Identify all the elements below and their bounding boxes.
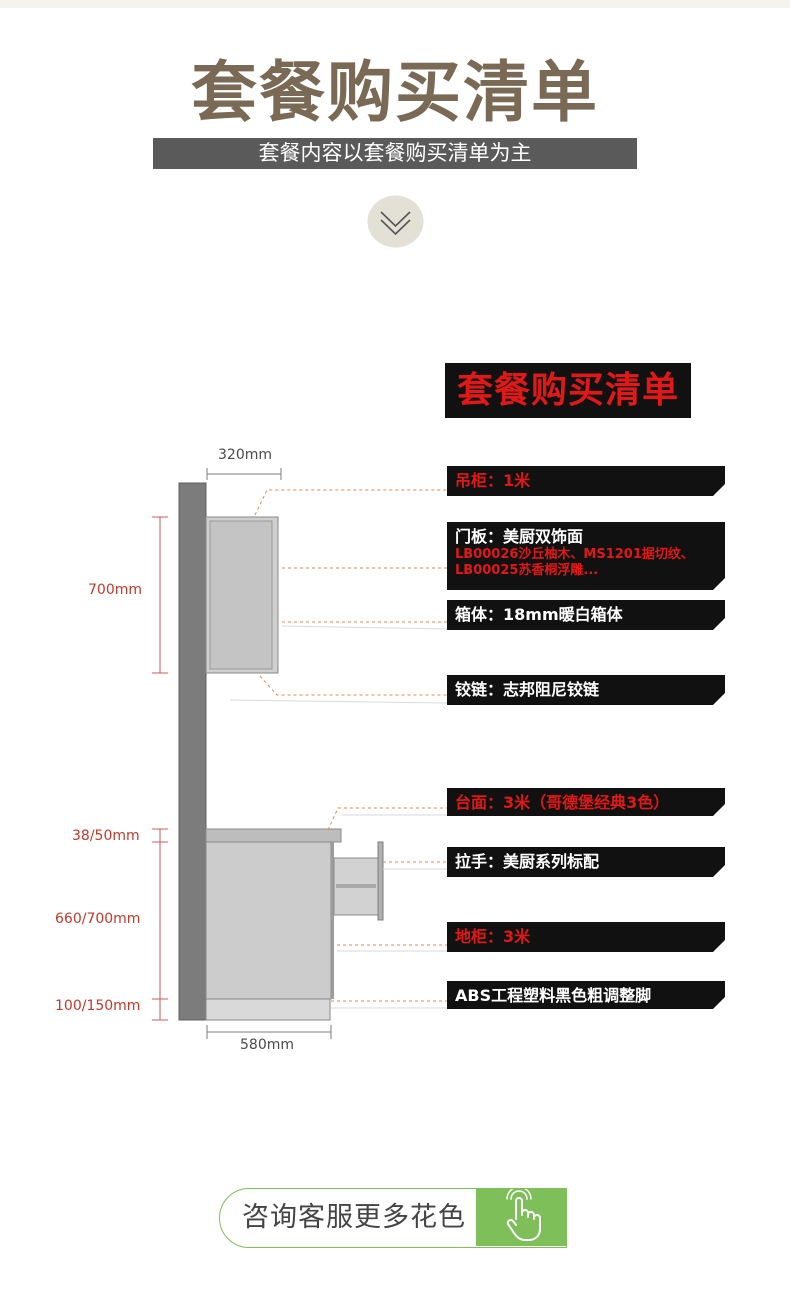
base-cabinet [205,841,332,1000]
label-wall-cabinet: 吊柜：1米 [447,466,725,496]
label-carcass-text: 箱体：18mm暖白箱体 [455,605,623,624]
label-hinge-text: 铰链：志邦阻尼铰链 [455,680,600,699]
countertop [205,828,342,843]
label-feet-text: ABS工程塑料黑色粗调整脚 [455,986,652,1005]
page-subtitle: 套餐内容以套餐购买清单为主 [153,138,637,169]
label-door-title: 门板：美厨双饰面 [455,527,584,546]
list-heading: 套餐购买清单 [445,363,691,418]
dimension-leg-height: 100/150mm [55,998,141,1014]
chevron-down-icon [367,195,424,248]
label-door-detail-2: LB00025苏香桐浮雕... [455,563,599,578]
label-handle-text: 拉手：美厨系列标配 [455,852,600,871]
plinth [205,998,331,1021]
label-countertop: 台面：3米（哥德堡经典3色） [447,788,725,816]
label-wall-cabinet-text: 吊柜：1米 [455,471,531,490]
consult-service-button[interactable]: 咨询客服更多花色 [219,1188,567,1248]
label-base-cabinet-text: 地柜：3米 [455,927,531,946]
label-handle: 拉手：美厨系列标配 [447,847,725,877]
top-strip [0,0,790,8]
cta-icon-area[interactable] [476,1189,566,1246]
label-carcass: 箱体：18mm暖白箱体 [447,600,725,630]
label-door-detail-1: LB00026沙丘柚木、MS1201据切纹、 [455,547,694,562]
wall-panel [178,482,207,1021]
page-title: 套餐购买清单 [191,53,599,131]
dimension-base-depth: 580mm [240,1037,294,1053]
label-base-cabinet: 地柜：3米 [447,922,725,952]
label-countertop-text: 台面：3米（哥德堡经典3色） [455,793,670,812]
dimension-counter-thickness: 38/50mm [72,828,140,844]
label-hinge: 铰链：志邦阻尼铰链 [447,675,725,705]
label-feet: ABS工程塑料黑色粗调整脚 [447,981,725,1009]
consult-service-label: 咨询客服更多花色 [242,1202,466,1233]
dimension-wall-height: 700mm [88,582,142,598]
hand-pointer-icon [506,1189,541,1241]
dimension-base-height: 660/700mm [55,911,141,927]
dimension-top-width: 320mm [218,447,272,463]
label-door-panel: 门板：美厨双饰面 LB00026沙丘柚木、MS1201据切纹、 LB00025苏… [447,522,725,590]
